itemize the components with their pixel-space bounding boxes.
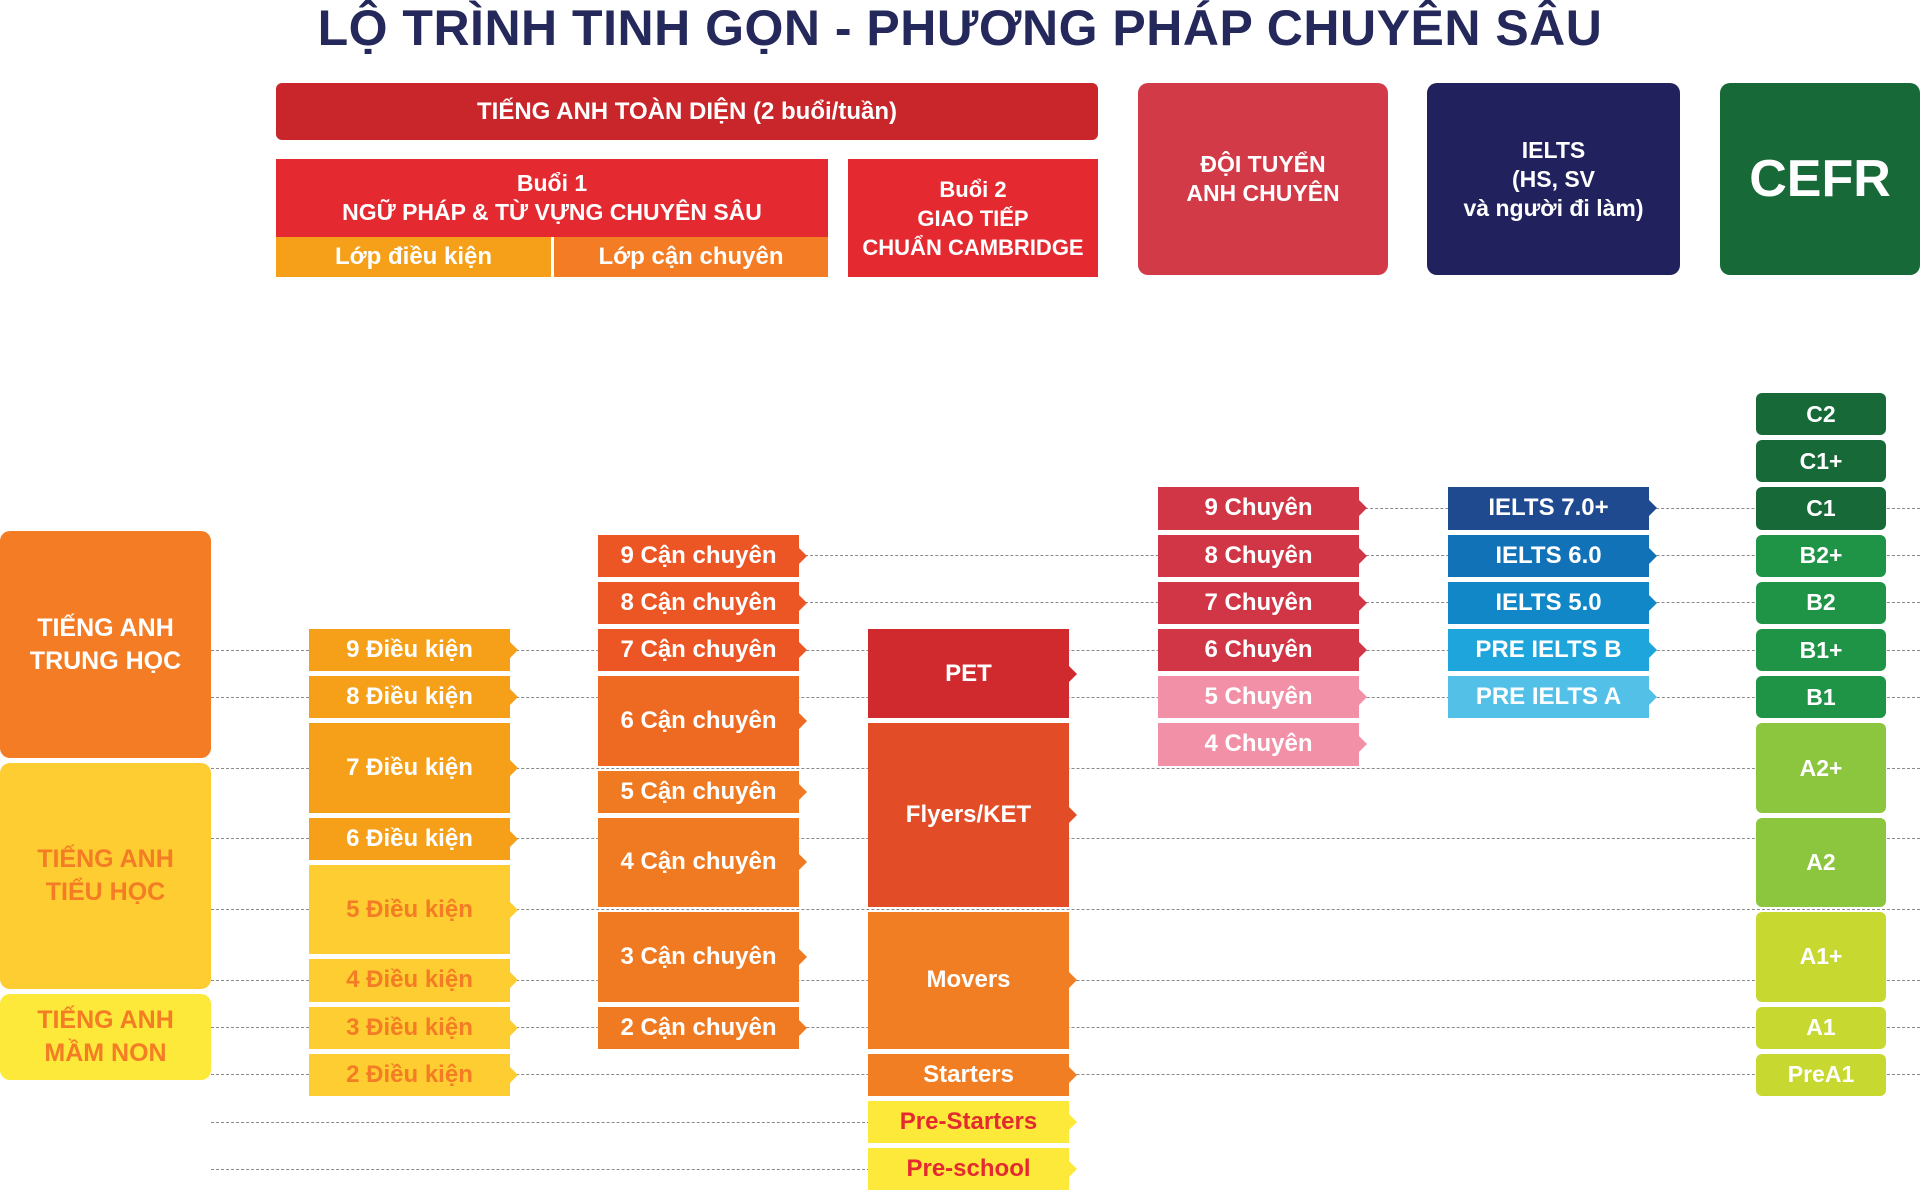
dashed-connector bbox=[211, 909, 1920, 911]
can-chuyen-6: 3 Cận chuyên bbox=[598, 912, 807, 1002]
cefr-level-1: C1+ bbox=[1756, 440, 1886, 483]
ielts-level-0: IELTS 7.0+ bbox=[1448, 487, 1657, 530]
dieu-kien-7: 2 Điều kiện bbox=[309, 1053, 518, 1096]
ielts-level-4: PRE IELTS A bbox=[1448, 676, 1657, 719]
dashed-connector bbox=[211, 1168, 880, 1170]
cefr-level-8: A2 bbox=[1756, 817, 1886, 908]
can-chuyen-7: 2 Cận chuyên bbox=[598, 1006, 807, 1049]
age-group-primary: TIẾNG ANH TIỂU HỌC bbox=[0, 763, 211, 989]
can-chuyen-2: 7 Cận chuyên bbox=[598, 629, 807, 672]
chuyen-1: 8 Chuyên bbox=[1158, 534, 1367, 577]
ielts-level-2: IELTS 5.0 bbox=[1448, 581, 1657, 624]
age-group-secondary: TIẾNG ANH TRUNG HỌC bbox=[0, 531, 211, 758]
cefr-level-5: B1+ bbox=[1756, 629, 1886, 672]
cambridge-4: Pre-Starters bbox=[868, 1101, 1077, 1144]
cefr-level-10: A1 bbox=[1756, 1006, 1886, 1049]
session2-header: Buổi 2 GIAO TIẾP CHUẨN CAMBRIDGE bbox=[848, 159, 1098, 277]
cefr-level-4: B2 bbox=[1756, 581, 1886, 624]
chuyen-5: 4 Chuyên bbox=[1158, 723, 1367, 766]
can-chuyen-3: 6 Cận chuyên bbox=[598, 676, 807, 766]
cefr-level-7: A2+ bbox=[1756, 723, 1886, 813]
page-title: LỘ TRÌNH TINH GỌN - PHƯƠNG PHÁP CHUYÊN S… bbox=[317, 0, 1603, 56]
cefr-level-9: A1+ bbox=[1756, 912, 1886, 1002]
can-chuyen-5: 4 Cận chuyên bbox=[598, 817, 807, 908]
dieu-kien-5: 4 Điều kiện bbox=[309, 959, 518, 1002]
cambridge-1: Flyers/KET bbox=[868, 723, 1077, 908]
ielts-level-3: PRE IELTS B bbox=[1448, 629, 1657, 672]
cambridge-5: Pre-school bbox=[868, 1148, 1077, 1190]
chuyen-2: 7 Chuyên bbox=[1158, 581, 1367, 624]
age-group-kindergarten: TIẾNG ANH MẦM NON bbox=[0, 994, 211, 1080]
session1-sub-can-chuyen: Lớp cận chuyên bbox=[554, 237, 828, 277]
chuyen-3: 6 Chuyên bbox=[1158, 629, 1367, 672]
session1-sub-dieu-kien: Lớp điều kiện bbox=[276, 237, 551, 277]
chuyen-4: 5 Chuyên bbox=[1158, 676, 1367, 719]
cefr-level-0: C2 bbox=[1756, 393, 1886, 436]
ielts-level-1: IELTS 6.0 bbox=[1448, 534, 1657, 577]
cefr-header: CEFR bbox=[1720, 83, 1920, 275]
dieu-kien-2: 7 Điều kiện bbox=[309, 723, 518, 813]
cefr-level-2: C1 bbox=[1756, 487, 1886, 530]
dieu-kien-0: 9 Điều kiện bbox=[309, 629, 518, 672]
can-chuyen-0: 9 Cận chuyên bbox=[598, 534, 807, 577]
chuyen-0: 9 Chuyên bbox=[1158, 487, 1367, 530]
dieu-kien-4: 5 Điều kiện bbox=[309, 865, 518, 955]
can-chuyen-1: 8 Cận chuyên bbox=[598, 581, 807, 624]
dieu-kien-1: 8 Điều kiện bbox=[309, 676, 518, 719]
cefr-level-11: PreA1 bbox=[1756, 1053, 1886, 1096]
cambridge-2: Movers bbox=[868, 912, 1077, 1049]
dieu-kien-6: 3 Điều kiện bbox=[309, 1006, 518, 1049]
ielts-header: IELTS (HS, SV và người đi làm) bbox=[1427, 83, 1680, 275]
cefr-level-3: B2+ bbox=[1756, 534, 1886, 577]
session1-header: Buổi 1 NGỮ PHÁP & TỪ VỰNG CHUYÊN SÂU bbox=[276, 159, 828, 237]
dieu-kien-3: 6 Điều kiện bbox=[309, 817, 518, 860]
cambridge-3: Starters bbox=[868, 1053, 1077, 1096]
comprehensive-header: TIẾNG ANH TOÀN DIỆN (2 buổi/tuần) bbox=[276, 83, 1098, 140]
cefr-level-6: B1 bbox=[1756, 676, 1886, 719]
doi-tuyen-header: ĐỘI TUYỂN ANH CHUYÊN bbox=[1138, 83, 1388, 275]
cambridge-0: PET bbox=[868, 629, 1077, 719]
dashed-connector bbox=[211, 1121, 880, 1123]
can-chuyen-4: 5 Cận chuyên bbox=[598, 770, 807, 813]
